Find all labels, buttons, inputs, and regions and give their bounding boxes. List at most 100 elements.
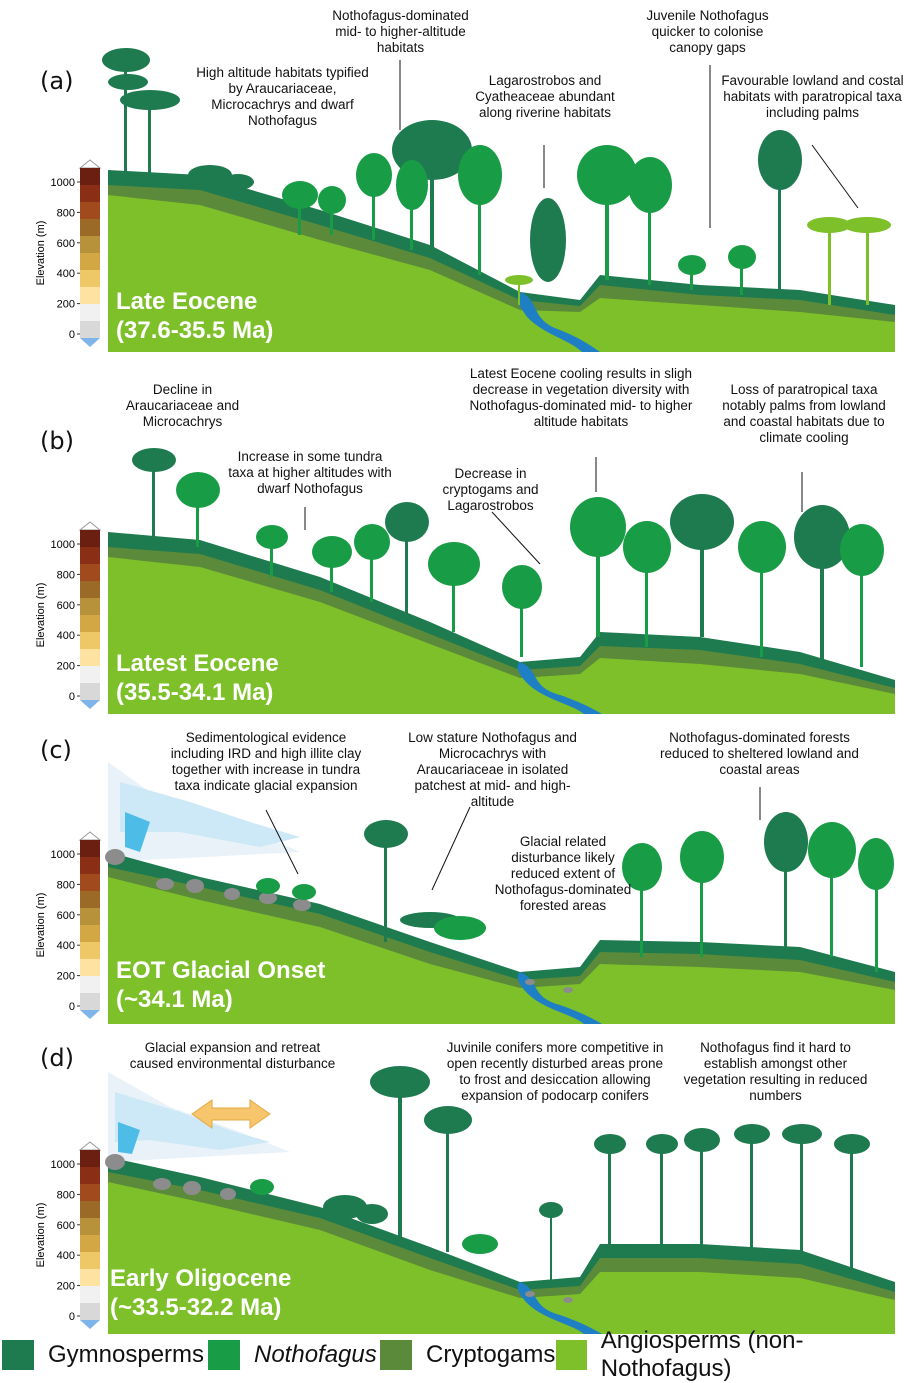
elevation-band [80, 1269, 100, 1287]
legend-label: Cryptogams [426, 1341, 556, 1368]
panel-label: (b) [40, 427, 74, 455]
elevation-tick-label: 0 [69, 1311, 75, 1323]
elevation-band [80, 287, 100, 305]
elevation-band [80, 908, 100, 926]
legend-item-gymnosperms: Gymnosperms [2, 1338, 204, 1372]
elevation-band [80, 1252, 100, 1270]
elevation-tick-label: 800 [57, 569, 75, 581]
elevation-band [80, 874, 100, 892]
elevation-band [80, 530, 100, 548]
panel-c: (c) Sedimentological evidence including … [0, 672, 921, 1027]
elevation-band [80, 942, 100, 960]
legend-swatch [556, 1340, 587, 1370]
note-nothofagus-mid: Nothofagus-dominated mid- to higher-alti… [332, 8, 469, 55]
elevation-band [80, 168, 100, 186]
elevation-tick-label: 800 [57, 1189, 75, 1201]
elevation-band [80, 202, 100, 220]
elevation-bar-cap [78, 159, 102, 169]
elevation-axis-label: Elevation (m) [35, 221, 47, 286]
elevation-band [80, 1235, 100, 1253]
elevation-band [80, 185, 100, 203]
elevation-tick-label: 400 [57, 1250, 75, 1262]
elevation-tick-label: 200 [57, 971, 75, 983]
elevation-tick-label: 600 [57, 1220, 75, 1232]
elevation-band [80, 840, 100, 858]
era-age: (35.5-34.1 Ma) [116, 679, 274, 706]
elevation-bar-base [80, 1320, 100, 1329]
legend-swatch [208, 1340, 240, 1370]
elevation-band [80, 219, 100, 237]
note-lagarostrobos: Lagarostrobos and Cyatheaceae abundant a… [475, 73, 615, 120]
elevation-band [80, 236, 100, 254]
note-eocene-cooling: Latest Eocene cooling results in sligh d… [469, 366, 693, 429]
elevation-band [80, 270, 100, 288]
elevation-tick-label: 1000 [51, 849, 75, 861]
elevation-band [80, 925, 100, 943]
elevation-tick-label: 0 [69, 329, 75, 341]
note-nothofagus-establish: Nothofagus find it hard to establish amo… [683, 1040, 868, 1103]
note-forests-reduced: Nothofagus-dominated forests reduced to … [660, 730, 859, 777]
era-name: Late Eocene [116, 288, 258, 315]
landscape-c [105, 762, 895, 1024]
note-lowland-palms: Favourable lowland and costal habitats w… [721, 73, 904, 120]
elevation-tick-label: 1000 [51, 1159, 75, 1171]
panel-b: (b) Decline in Araucariaceae and Microca… [0, 362, 921, 717]
elevation-band [80, 1303, 100, 1321]
elevation-tick-label: 1000 [51, 177, 75, 189]
elevation-bar-cap [78, 1141, 102, 1151]
landscape-d [105, 1066, 895, 1334]
elevation-tick-label: 600 [57, 238, 75, 250]
elevation-band [80, 253, 100, 271]
era-age: (~33.5-32.2 Ma) [110, 1294, 282, 1321]
elevation-band [80, 1286, 100, 1304]
elevation-band [80, 666, 100, 684]
elevation-tick-label: 800 [57, 207, 75, 219]
era-title: Late Eocene (37.6-35.5 Ma) [116, 287, 273, 345]
elevation-bar-base [80, 338, 100, 347]
elevation-band [80, 1218, 100, 1236]
elevation-tick-label: 1000 [51, 539, 75, 551]
elevation-tick-label: 600 [57, 910, 75, 922]
elevation-tick-label: 400 [57, 630, 75, 642]
elevation-bar-cap [78, 831, 102, 841]
legend: Gymnosperms Nothofagus Cryptogams Angios… [0, 1327, 921, 1382]
elevation-bar-base [80, 700, 100, 709]
legend-label: Gymnosperms [48, 1341, 205, 1368]
elevation-tick-label: 0 [69, 1001, 75, 1013]
legend-swatch [380, 1340, 412, 1370]
panel-label: (d) [40, 1044, 74, 1072]
note-sedimentological: Sedimentological evidence including IRD … [170, 730, 362, 793]
elevation-band [80, 857, 100, 875]
legend-item-cryptogams: Cryptogams [380, 1338, 555, 1372]
elevation-band [80, 976, 100, 994]
note-decline-araucariaceae: Decline in Araucariaceae and Microcachry… [125, 382, 240, 429]
elevation-tick-label: 400 [57, 268, 75, 280]
elevation-tick-label: 400 [57, 940, 75, 952]
elevation-band [80, 1184, 100, 1202]
panel-a: (a) High altitude habitats typified by A… [0, 0, 921, 355]
era-name: Early Oligocene [110, 1265, 292, 1292]
elevation-band [80, 581, 100, 599]
elevation-axis-label: Elevation (m) [35, 1203, 47, 1268]
elevation-band [80, 1201, 100, 1219]
elevation-tick-label: 200 [57, 661, 75, 673]
note-high-altitude: High altitude habitats typified by Arauc… [196, 65, 369, 128]
elevation-bar-cap [78, 521, 102, 531]
note-tundra-taxa: Increase in some tundra taxa at higher a… [228, 449, 392, 496]
elevation-band [80, 1167, 100, 1185]
note-decrease-cryptogams: Decrease in cryptogams and Lagarostrobos [442, 466, 539, 513]
legend-item-angiosperms: Angiosperms (non-Nothofagus) [556, 1327, 921, 1382]
elevation-band [80, 959, 100, 977]
elevation-band [80, 598, 100, 616]
era-age: (37.6-35.5 Ma) [116, 317, 274, 344]
note-juvinile-conifers: Juvinile conifers more competitive in op… [446, 1040, 664, 1103]
panel-label: (c) [40, 736, 72, 764]
note-low-stature: Low stature Nothofagus and Microcachrys … [408, 730, 577, 809]
elevation-band [80, 547, 100, 565]
